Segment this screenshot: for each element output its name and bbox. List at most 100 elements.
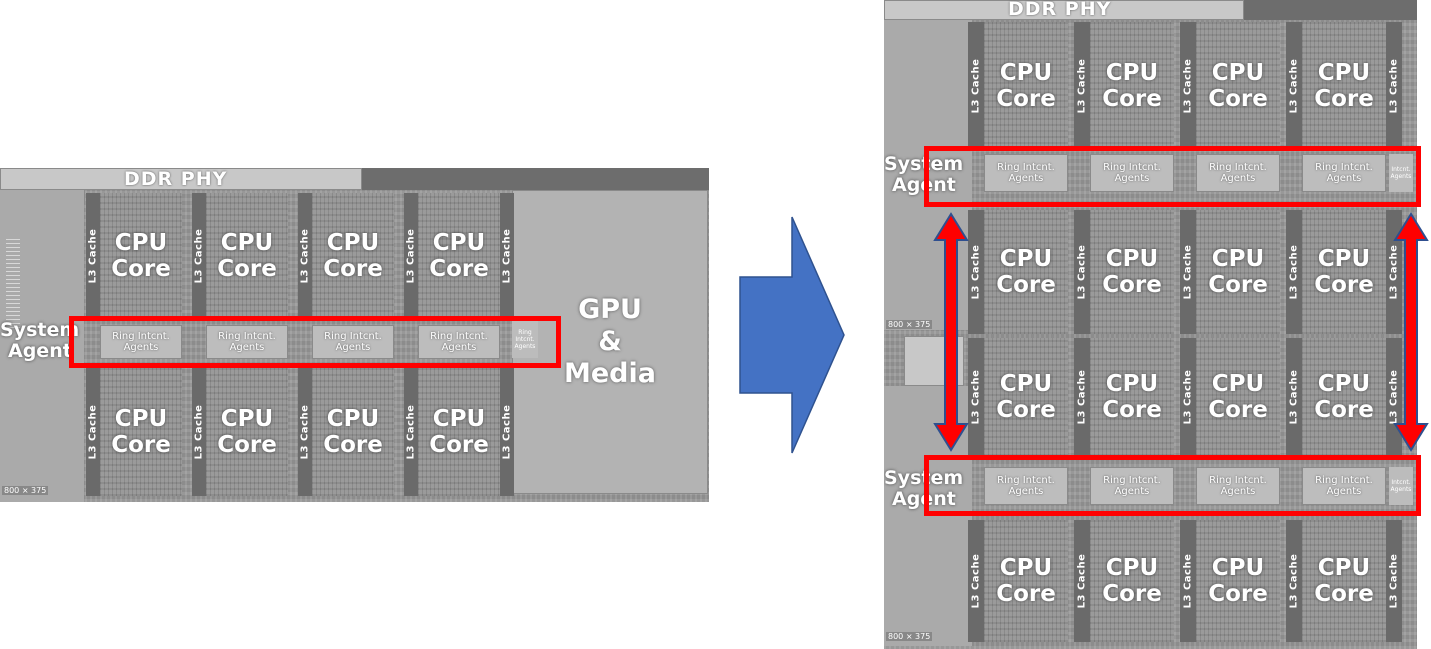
ring-interconnect-agent: Ring Intcnt.Agents	[206, 325, 288, 359]
ring-interconnect-agent: Ring Intcnt.Agents	[100, 325, 182, 359]
ring-end-agent: Intcnt.Agents	[1389, 467, 1413, 505]
l3-cache-slice: L3 Cache	[968, 210, 984, 334]
l3-cache-label: L3 Cache	[1288, 58, 1300, 114]
l3-cache-label: L3 Cache	[1076, 58, 1088, 114]
l3-cache-slice: L3 Cache	[1180, 338, 1196, 456]
l3-cache-label: L3 Cache	[970, 553, 982, 609]
image-dimension-label: 800 × 375	[886, 632, 933, 641]
l3-cache-label: L3 Cache	[1182, 58, 1194, 114]
l3-cache-label: L3 Cache	[193, 404, 205, 460]
ring-interconnect-agent: Ring Intcnt.Agents	[1196, 154, 1280, 192]
l3-cache-slice: L3 Cache	[298, 368, 312, 496]
l3-cache-label: L3 Cache	[1182, 369, 1194, 425]
l3-cache-slice: L3 Cache	[86, 368, 100, 496]
l3-cache-slice: L3 Cache	[1074, 520, 1090, 642]
l3-cache-label: L3 Cache	[1182, 244, 1194, 300]
l3-cache-slice: L3 Cache	[500, 193, 514, 318]
l3-cache-slice: L3 Cache	[1386, 22, 1402, 150]
ring-interconnect-agent: Ring Intcnt.Agents	[312, 325, 394, 359]
ring-interconnect-agent: Ring Intcnt.Agents	[984, 154, 1068, 192]
l3-cache-slice: L3 Cache	[86, 193, 100, 318]
ddr-phy-label: DDR PHY	[1008, 0, 1112, 20]
l3-cache-label: L3 Cache	[87, 228, 99, 283]
right-ring-highlight-box-top	[924, 146, 1421, 207]
l3-cache-slice: L3 Cache	[1074, 338, 1090, 456]
double-arrow-left-icon	[933, 212, 969, 452]
l3-cache-slice: L3 Cache	[968, 338, 984, 456]
l3-cache-label: L3 Cache	[1076, 369, 1088, 425]
l3-cache-slice: L3 Cache	[192, 368, 206, 496]
image-dimension-label: 800 × 375	[2, 486, 49, 495]
l3-cache-slice: L3 Cache	[1286, 22, 1302, 150]
ring-interconnect-agent: Ring Intcnt.Agents	[1196, 467, 1280, 505]
l3-cache-slice: L3 Cache	[404, 368, 418, 496]
l3-cache-label: L3 Cache	[405, 404, 417, 460]
l3-cache-label: L3 Cache	[299, 404, 311, 460]
gpu-media-label: GPU&Media	[564, 294, 656, 389]
ddr-phy-label: DDR PHY	[124, 168, 228, 190]
ring-interconnect-agent: Ring Intcnt.Agents	[1302, 467, 1386, 505]
ring-interconnect-agent: Ring Intcnt.Agents	[418, 325, 500, 359]
l3-cache-label: L3 Cache	[405, 228, 417, 283]
double-arrow-right-icon	[1393, 212, 1429, 452]
ring-interconnect-agent: Ring Intcnt.Agents	[984, 467, 1068, 505]
l3-cache-label: L3 Cache	[970, 244, 982, 300]
l3-cache-label: L3 Cache	[1288, 369, 1300, 425]
l3-cache-slice: L3 Cache	[298, 193, 312, 318]
l3-cache-label: L3 Cache	[87, 404, 99, 460]
l3-cache-label: L3 Cache	[1076, 553, 1088, 609]
l3-cache-slice: L3 Cache	[1386, 520, 1402, 642]
l3-cache-slice: L3 Cache	[192, 193, 206, 318]
l3-cache-label: L3 Cache	[1388, 553, 1400, 609]
l3-cache-slice: L3 Cache	[1074, 22, 1090, 150]
l3-cache-label: L3 Cache	[970, 58, 982, 114]
ring-interconnect-agent: Ring Intcnt.Agents	[1090, 467, 1174, 505]
l3-cache-label: L3 Cache	[299, 228, 311, 283]
l3-cache-slice: L3 Cache	[1286, 210, 1302, 334]
image-dimension-label: 800 × 375	[886, 320, 933, 329]
l3-cache-label: L3 Cache	[1182, 553, 1194, 609]
l3-cache-slice: L3 Cache	[500, 368, 514, 496]
ddr-phy-band	[884, 0, 1244, 20]
